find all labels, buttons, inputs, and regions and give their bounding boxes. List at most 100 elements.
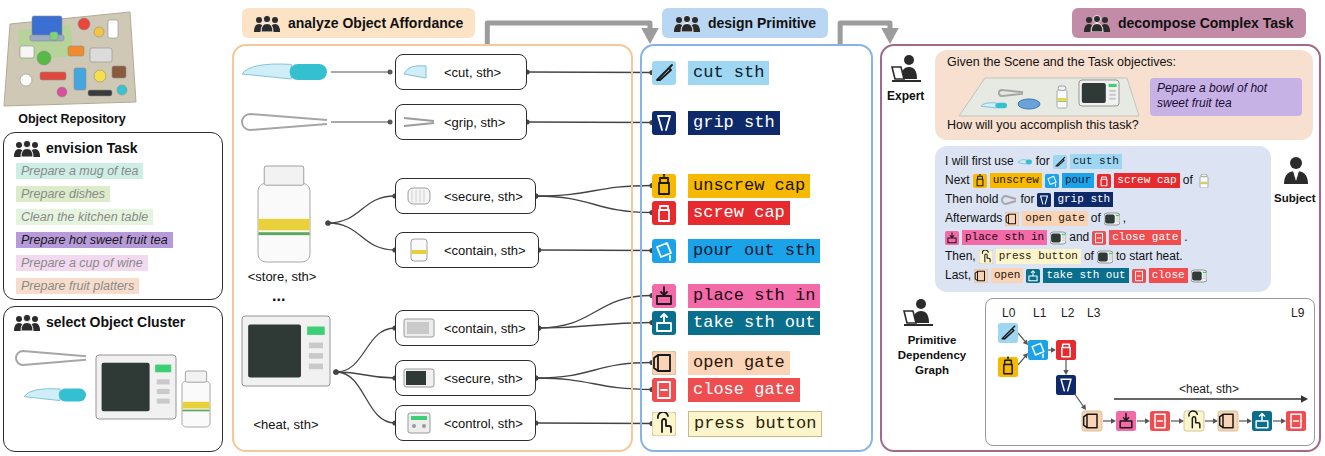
bottle-body [1200,176,1208,187]
object-box: <heat, sth> [236,308,336,436]
dependency-line [1205,420,1214,421]
task-text: Prepare a mug of tea [16,163,143,179]
dependency-line [1171,420,1180,421]
stage-tab: design Primitive [662,8,828,38]
sentence-text: , [1123,211,1126,226]
knife-picture [1018,159,1032,164]
unscrew-icon [998,357,1018,377]
sentence-line: Then,press buttonofto start heat. [945,247,1261,266]
microwave-display [1109,84,1117,87]
graph-label: L2 [1061,306,1074,320]
microwave-display [1109,252,1112,253]
laptop [892,67,904,79]
microwave-case [1079,80,1119,106]
sentence-text: close gate [1109,230,1181,245]
microwave-case [1191,270,1207,282]
primitive-text: screw cap [688,201,790,225]
sentence-line: Last,opentake sth outclose [945,266,1261,285]
place-icon [652,284,676,308]
icon-tile [652,378,676,402]
bottle-stripe [183,410,210,412]
connector-line [539,249,652,251]
affordance-box: <grip, sth> [395,104,527,140]
pour-icon [1045,174,1059,188]
graph-label: <heat, sth> [1179,382,1239,396]
sentence-text: of [1091,211,1101,226]
graph-label-holder: L1 [1033,303,1046,321]
icon-glyph [1029,270,1037,280]
leader-line [331,121,389,122]
primitive-icon [1053,155,1067,169]
graph-drawing [986,299,1316,447]
tweezers-arms [16,351,86,365]
tweezers-arms [242,114,327,130]
part-picture [402,366,436,390]
icon-glyph [1061,379,1071,391]
primitive-text: unscrew cap [688,174,810,198]
primitive-icon [652,412,676,436]
microwave-picture [1079,80,1119,106]
sentence-text: Last, [945,268,971,283]
icon-tile [652,284,676,308]
people-icon [1084,14,1110,32]
icon-glyph [657,314,671,331]
connector-line [536,186,652,197]
connector [536,293,655,331]
label-holder: Primitive Dependency Graph [884,332,980,377]
cluster-picture [10,341,216,445]
person-head [1102,17,1108,23]
sentence-text: for [1020,192,1034,207]
cap-picture [408,188,430,204]
microwave-window [1192,271,1202,280]
door-window [406,371,426,385]
stage-panel: cut sthgrip sthunscrew capscrew cappour … [640,44,873,452]
icon-tile [652,311,676,335]
expert-figure [892,55,921,81]
close-icon [1286,411,1306,431]
part-picture [402,238,436,262]
open-icon [974,269,988,283]
primitive-icon [652,378,676,402]
affordance-box: <contain, sth> [395,232,539,268]
icon-glyph [1056,157,1065,166]
sentence-text: place sth in [962,230,1047,245]
primitive-icon [945,231,959,245]
bottle-cap [1058,86,1066,90]
task-text: Prepare fruit platters [16,278,139,294]
microwave-case [242,316,330,386]
tweezers-picture [16,351,86,365]
icon-tile [1045,174,1059,188]
person-head [23,314,30,321]
connector [487,23,658,44]
heat-span-arrow [1114,398,1302,400]
microwave-case [1050,232,1066,244]
microwave-display [1116,214,1119,215]
primitive-box: press button [652,411,822,436]
microwave-picture [1191,269,1207,283]
bubble-text: Given the Scene and the Task objectives: [935,50,1313,70]
tweezers-picture [999,90,1023,96]
icon-tile [1005,212,1019,226]
sentence-text: screw cap [1114,173,1179,188]
microwave-picture [1097,251,1113,263]
affordance-box: <secure, sth> [395,360,536,396]
repository-object [40,72,66,80]
dependency-line [1048,349,1052,350]
sentence-text: pour [1062,173,1094,188]
primitive-icon [1097,174,1111,188]
repository-object [37,51,51,65]
knife-handle [1026,159,1032,164]
icon-glyph [1120,414,1132,428]
repository-object [94,27,104,37]
icon-glyph [659,174,669,194]
primitive-icon [652,111,676,135]
task-row: Prepare a mug of tea [16,161,212,180]
object-text: <heat, sth> [253,417,318,432]
icon-tile [652,412,676,436]
microwave-button [1062,237,1065,239]
icon-glyph [1291,414,1301,427]
icon-tile [998,323,1018,343]
sentence-text: Afterwards [945,211,1002,226]
connector [536,320,655,331]
task-row: Prepare fruit platters [16,276,212,295]
